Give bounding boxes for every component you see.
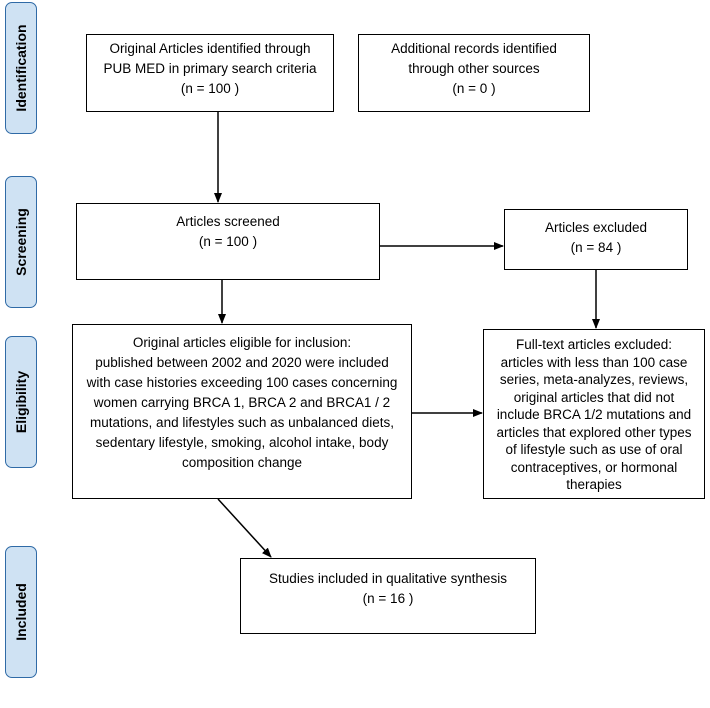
stage-eligibility: Eligibility — [5, 336, 37, 468]
included-studies-count: (n = 16 ) — [362, 591, 414, 606]
original-articles-line2: PUB MED in primary search criteria — [103, 61, 317, 76]
articles-excluded-label: Articles excluded — [544, 220, 648, 235]
box-additional-records: Additional records identified through ot… — [358, 34, 590, 112]
box-articles-excluded: Articles excluded (n = 84 ) — [504, 209, 688, 270]
fulltext-line8: contraceptives, or hormonal — [510, 459, 678, 475]
box-original-articles: Original Articles identified through PUB… — [86, 34, 334, 112]
original-articles-line1: Original Articles identified through — [109, 41, 311, 56]
fulltext-line7: of lifestyle such as use of oral — [505, 442, 683, 457]
articles-excluded-count: (n = 84 ) — [570, 240, 622, 255]
eligible-line1: Original articles eligible for inclusion… — [132, 335, 352, 350]
additional-records-count: (n = 0 ) — [452, 81, 496, 96]
box-eligible-articles: Original articles eligible for inclusion… — [72, 324, 412, 499]
stage-screening: Screening — [5, 176, 37, 308]
fulltext-line1: Full-text articles excluded: — [515, 337, 673, 352]
additional-records-line1: Additional records identified — [391, 41, 557, 56]
eligible-line5: mutations, and lifestyles such as unbala… — [90, 415, 394, 430]
box-fulltext-excluded: Full-text articles excluded: articles wi… — [483, 329, 705, 499]
eligible-line4: women carrying BRCA 1, BRCA 2 and BRCA1 … — [93, 395, 391, 410]
eligible-line7: composition change — [181, 455, 303, 470]
articles-screened-count: (n = 100 ) — [198, 234, 258, 249]
fulltext-line5: include BRCA 1/2 mutations and — [496, 407, 692, 422]
eligible-line6: sedentary lifestyle, smoking, alcohol in… — [95, 435, 389, 450]
fulltext-line2: articles with less than 100 case — [500, 354, 688, 370]
fulltext-line9: therapies — [566, 477, 622, 492]
arrow-eligible-to-included — [217, 498, 272, 558]
box-articles-screened: Articles screened (n = 100 ) — [76, 203, 380, 280]
included-studies-label: Studies included in qualitative synthesi… — [269, 571, 507, 586]
box-studies-included: Studies included in qualitative synthesi… — [240, 558, 536, 634]
fulltext-line3: series, meta-analyzes, reviews, — [499, 372, 689, 387]
fulltext-line6: articles that explored other types — [496, 424, 692, 440]
eligible-line3: with case histories exceeding 100 cases … — [86, 375, 398, 390]
stage-identification: Identification — [5, 2, 37, 134]
additional-records-line2: through other sources — [408, 61, 540, 76]
fulltext-line4: original articles that did not — [513, 389, 675, 405]
original-articles-count: (n = 100 ) — [180, 81, 240, 96]
articles-screened-label: Articles screened — [176, 214, 280, 229]
stage-included: Included — [5, 546, 37, 678]
eligible-line2: published between 2002 and 2020 were inc… — [95, 355, 389, 370]
